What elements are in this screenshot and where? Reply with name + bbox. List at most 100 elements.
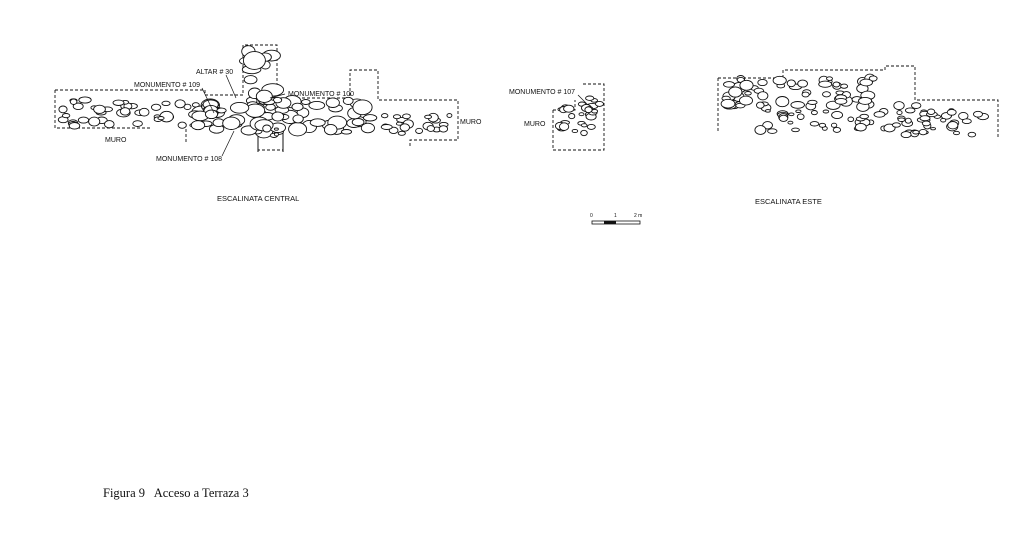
stone (831, 110, 844, 120)
stone (818, 80, 833, 88)
stone (88, 116, 101, 127)
stone (563, 104, 575, 113)
stone (559, 122, 570, 131)
stone (893, 101, 905, 111)
scale-bar: 0 1 2 m (590, 213, 642, 225)
stone (930, 127, 936, 131)
stone (830, 122, 838, 128)
stone (840, 83, 849, 89)
stone (919, 115, 931, 122)
title-escalinata-este: ESCALINATA ESTE (755, 197, 822, 206)
stone (926, 108, 936, 116)
stone (810, 110, 818, 116)
stone (392, 114, 402, 120)
stone (58, 105, 68, 114)
stone (342, 96, 354, 105)
label-monumento-108: MONUMENTO # 108 (156, 156, 222, 163)
stone (580, 129, 588, 137)
stone (93, 104, 106, 114)
stone (832, 126, 842, 133)
stone (918, 128, 928, 136)
stone (222, 116, 241, 130)
stone (309, 118, 326, 127)
stone (415, 127, 424, 134)
stone (77, 116, 90, 124)
stone (578, 112, 585, 117)
stone (807, 99, 818, 105)
stone (381, 113, 389, 119)
stone (921, 120, 931, 127)
stone (112, 99, 125, 106)
caption-text: Acceso a Terraza 3 (153, 486, 249, 500)
stone (580, 123, 588, 128)
stone (243, 75, 258, 85)
stone (262, 124, 272, 133)
stone (380, 124, 393, 130)
caption-number: Figura 9 (103, 486, 146, 500)
stone (395, 121, 403, 126)
label-monumento-109: MONUMENTO # 109 (134, 82, 200, 89)
stone (301, 99, 311, 105)
stone (351, 118, 365, 127)
stone (397, 130, 406, 136)
label-muro-left: MURO (105, 137, 127, 144)
stone (255, 89, 273, 103)
stone (739, 95, 753, 106)
stone (288, 122, 308, 137)
stone (273, 132, 280, 137)
stone (362, 114, 378, 122)
stone (291, 102, 304, 112)
stone (72, 102, 84, 111)
stone (787, 120, 794, 125)
stone (854, 122, 867, 132)
stone (585, 95, 595, 101)
stone (868, 75, 878, 82)
stone (973, 110, 983, 118)
label-muro-right: MURO (460, 119, 482, 126)
stone (788, 112, 795, 117)
stone (723, 81, 735, 88)
stone (595, 100, 604, 107)
stone (271, 111, 285, 122)
stone (795, 109, 802, 113)
stone (242, 51, 266, 70)
stone (69, 98, 78, 105)
stone (847, 116, 855, 123)
stone (767, 128, 778, 134)
stone (911, 102, 922, 109)
stone (571, 128, 579, 134)
stone (323, 123, 338, 136)
stone (791, 127, 800, 133)
stone (150, 103, 162, 111)
stone (739, 79, 754, 91)
stone (967, 131, 977, 138)
stone (947, 121, 959, 130)
stone (438, 125, 449, 133)
stone (778, 114, 789, 122)
stone (822, 109, 830, 114)
stone (900, 131, 912, 139)
stone (765, 109, 771, 113)
label-monumento-107: MONUMENTO # 107 (509, 89, 575, 96)
stone (325, 97, 340, 108)
stone (584, 106, 593, 114)
stone (797, 79, 808, 88)
stone (756, 101, 765, 109)
stone (826, 76, 833, 81)
stone (399, 123, 410, 132)
middle-plan: MONUMENTO # 107 MURO (509, 83, 605, 151)
stone (757, 91, 769, 101)
stone (775, 96, 790, 108)
stone (754, 125, 767, 135)
stone (904, 107, 916, 114)
stone (801, 91, 810, 98)
stone (568, 113, 576, 120)
stone (728, 86, 743, 98)
stone (61, 113, 71, 119)
stone (119, 107, 131, 116)
stone (424, 114, 433, 120)
stone (744, 91, 752, 96)
stone (68, 122, 81, 130)
label-altar-30: ALTAR # 30 (196, 69, 233, 76)
